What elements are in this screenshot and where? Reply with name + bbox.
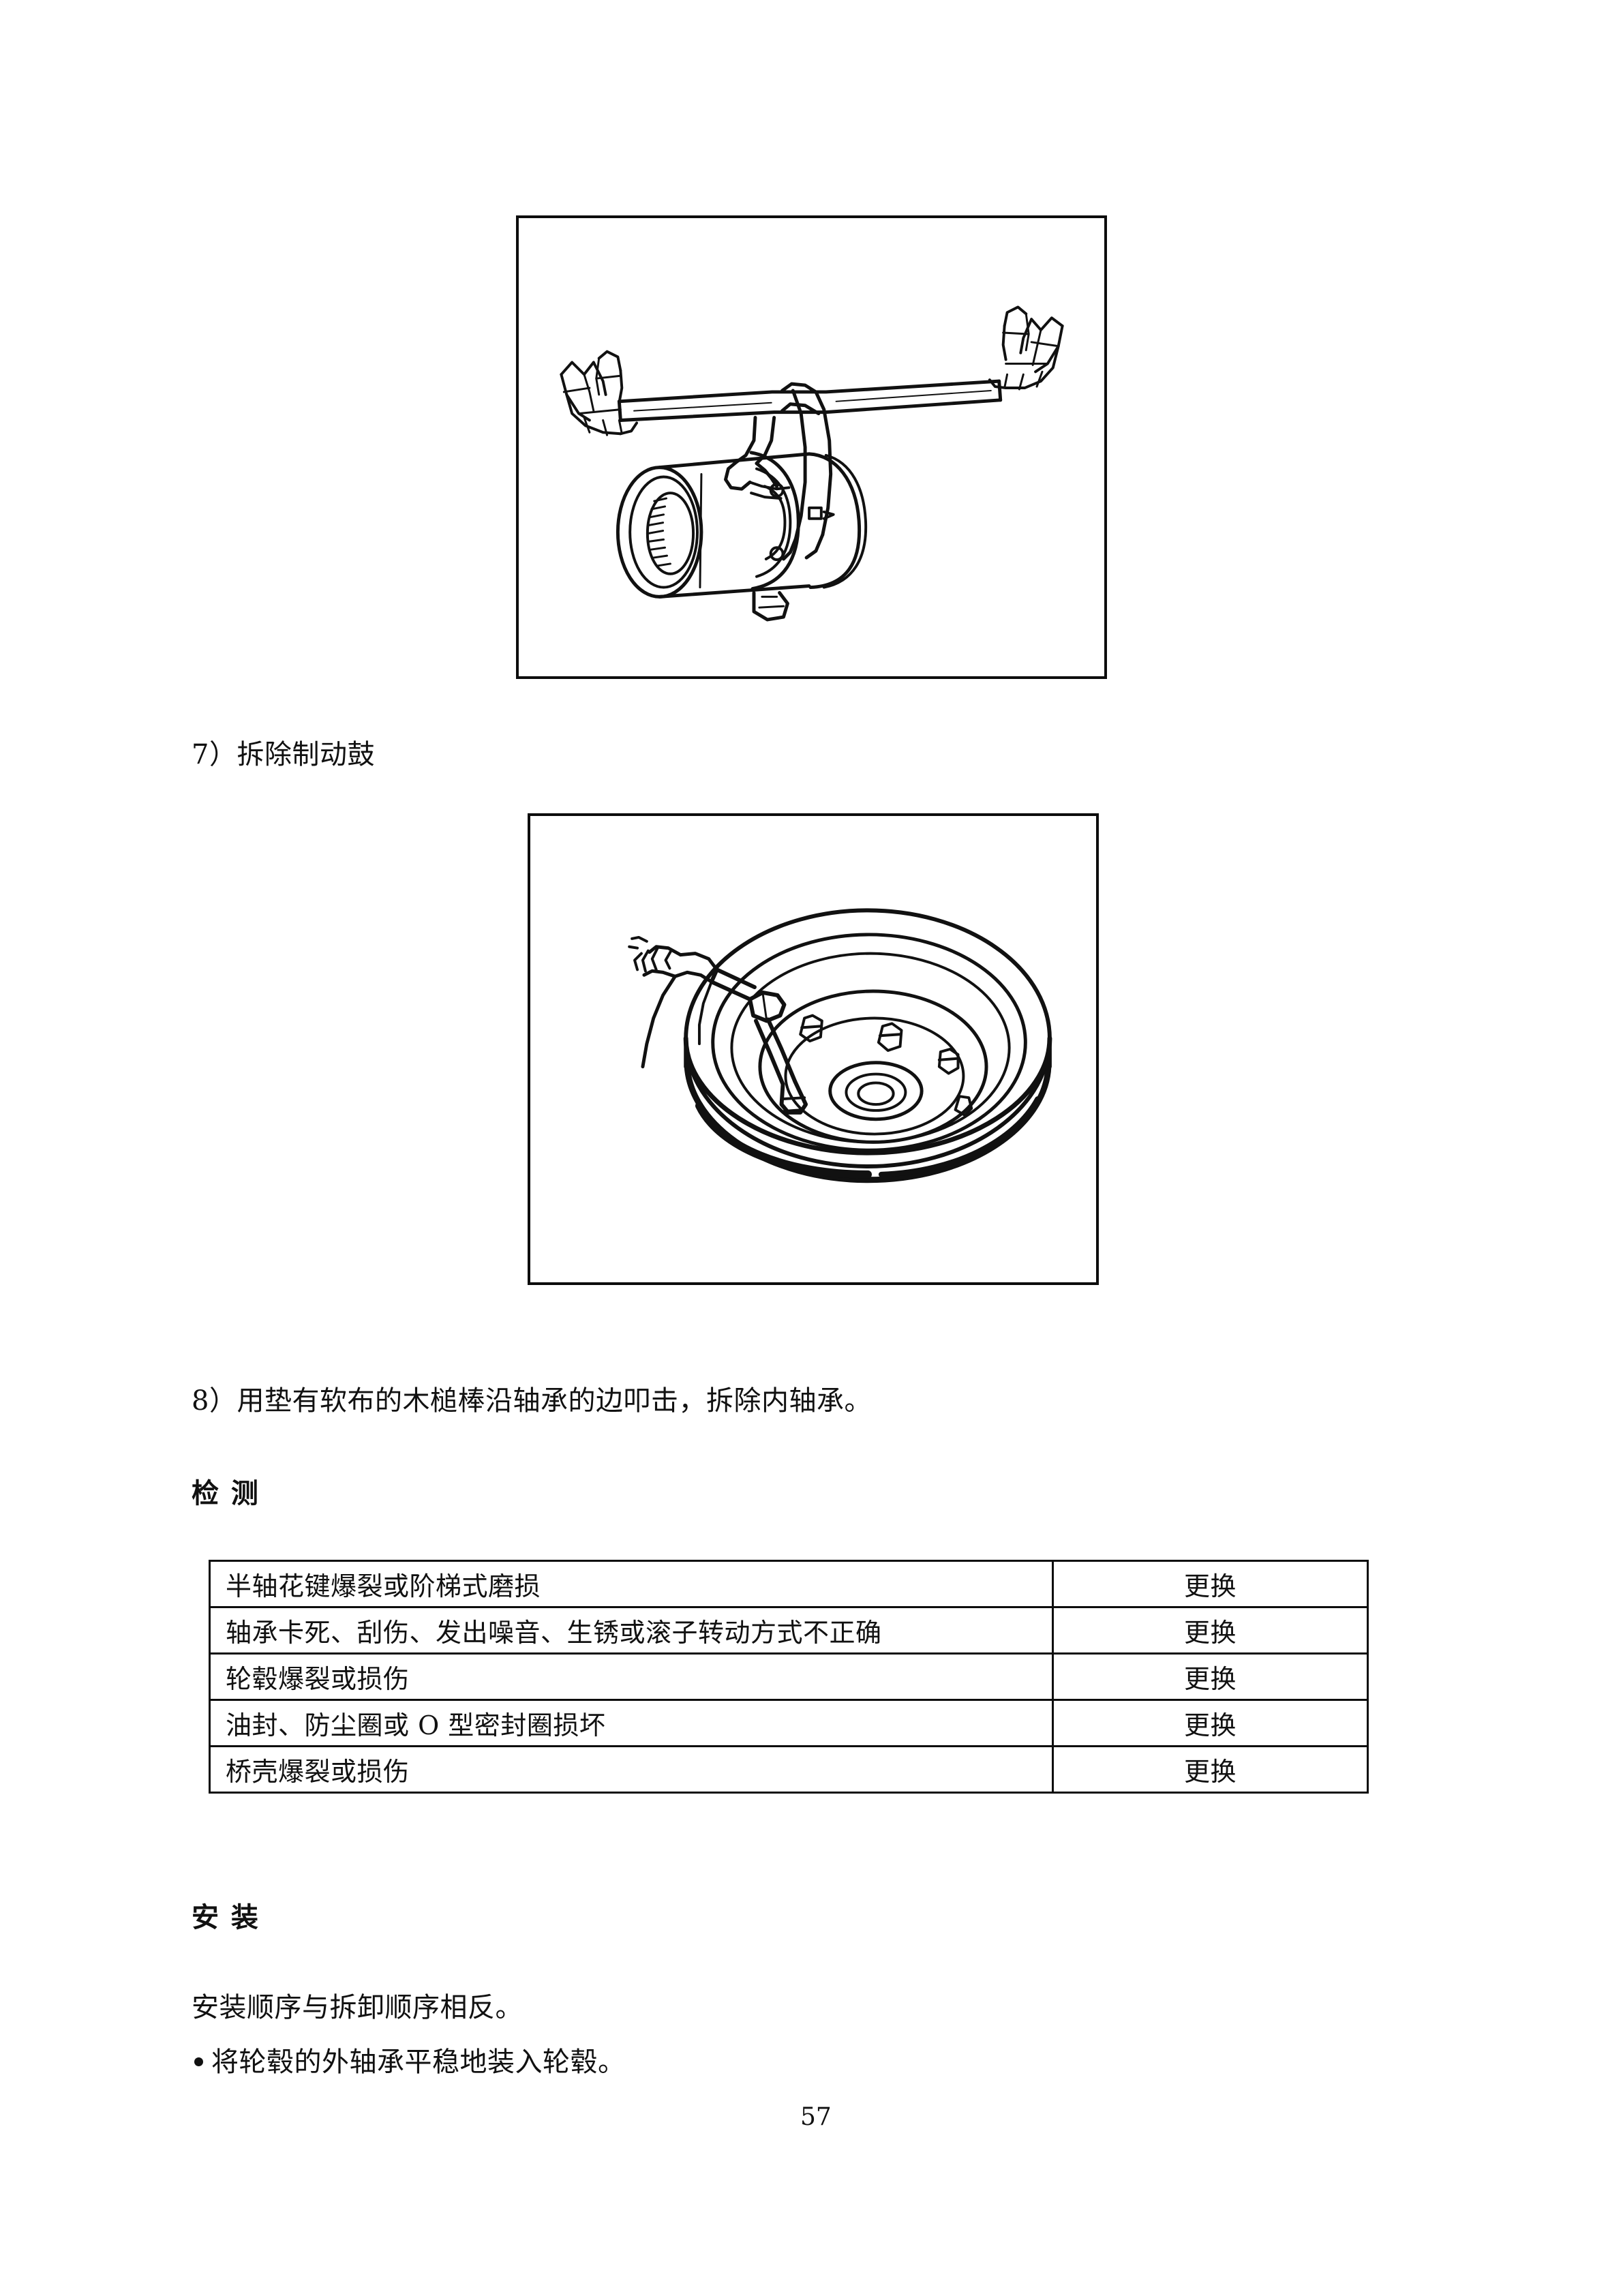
table-row: 轮毂爆裂或损伤 更换 [209, 1652, 1369, 1701]
bearing-removal-illustration [560, 305, 1064, 622]
condition-cell: 轴承卡死、刮伤、发出噪音、生锈或滚子转动方式不正确 [209, 1606, 1054, 1655]
installation-heading: 安 装 [192, 1901, 260, 1933]
step-7-text: 7）拆除制动鼓 [192, 739, 375, 770]
condition-cell: 轮毂爆裂或损伤 [209, 1652, 1054, 1701]
page-number: 57 [800, 2103, 832, 2131]
action-cell: 更换 [1052, 1745, 1369, 1794]
condition-cell: 半轴花键爆裂或阶梯式磨损 [209, 1560, 1054, 1608]
table-row: 油封、防尘圈或 O 型密封圈损坏 更换 [209, 1699, 1369, 1747]
installation-bullet-item: 将轮毂的外轴承平稳地装入轮毂。 [194, 2049, 626, 2076]
action-cell: 更换 [1052, 1699, 1369, 1747]
figure-bearing-removal [516, 215, 1107, 679]
inspection-heading: 检 测 [192, 1477, 260, 1509]
step-8-text: 8）用垫有软布的木槌棒沿轴承的边叩击，拆除内轴承。 [192, 1385, 872, 1417]
brake-drum-removal-illustration [628, 908, 1052, 1183]
action-cell: 更换 [1052, 1606, 1369, 1655]
table-row: 桥壳爆裂或损伤 更换 [209, 1745, 1369, 1794]
table-row: 轴承卡死、刮伤、发出噪音、生锈或滚子转动方式不正确 更换 [209, 1606, 1369, 1655]
inspection-table: 半轴花键爆裂或阶梯式磨损 更换 轴承卡死、刮伤、发出噪音、生锈或滚子转动方式不正… [209, 1560, 1369, 1794]
table-row: 半轴花键爆裂或阶梯式磨损 更换 [209, 1560, 1369, 1608]
installation-bullet-text: 将轮毂的外轴承平稳地装入轮毂。 [211, 2046, 626, 2078]
bullet-dot-icon [194, 2057, 203, 2066]
condition-cell: 桥壳爆裂或损伤 [209, 1745, 1054, 1794]
action-cell: 更换 [1052, 1652, 1369, 1701]
installation-intro: 安装顺序与拆卸顺序相反。 [192, 1992, 523, 2023]
action-cell: 更换 [1052, 1560, 1369, 1608]
condition-cell: 油封、防尘圈或 O 型密封圈损坏 [209, 1699, 1054, 1747]
figure-brake-drum-removal [528, 813, 1099, 1285]
